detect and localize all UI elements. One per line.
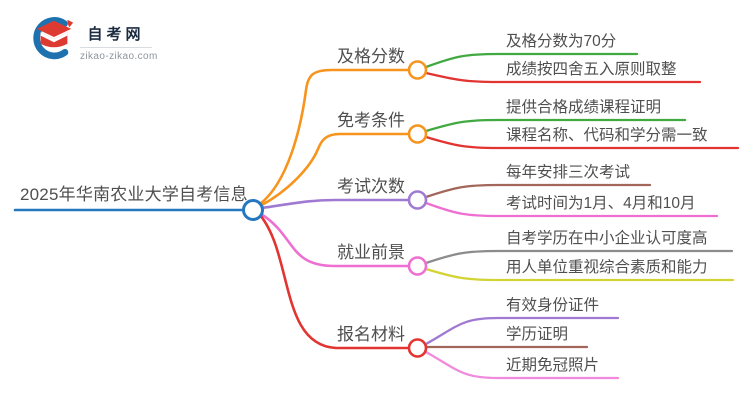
leaf-line-quality	[424, 267, 735, 282]
leaf-line-exam-months	[424, 201, 719, 218]
leaf-node-rounding-rule[interactable]: 成绩按四舍五入原则取整	[506, 61, 677, 78]
branch-node-exemption[interactable]: 免考条件	[337, 111, 405, 130]
leaf-line-id-card	[424, 316, 620, 346]
logo-divider	[80, 47, 152, 48]
root-node[interactable]: 2025年华南农业大学自考信息	[20, 185, 248, 204]
leaf-node-course-proof[interactable]: 提供合格成绩课程证明	[506, 99, 662, 116]
branch-line-employment	[259, 212, 411, 268]
graduation-cap-logo-icon	[33, 17, 74, 60]
leaf-node-recognition[interactable]: 自考学历在中小企业认可度高	[506, 230, 708, 247]
leaf-node-diploma[interactable]: 学历证明	[506, 326, 569, 343]
branch-line-passing-score	[258, 68, 411, 206]
leaf-line-pass-score-70	[424, 52, 639, 69]
branch-collapse-handle-materials[interactable]	[407, 338, 428, 358]
branch-collapse-handle-employment[interactable]	[407, 256, 428, 276]
leaf-line-course-proof	[424, 118, 687, 133]
site-domain: zikao-zikao.com	[80, 51, 158, 62]
branch-node-materials[interactable]: 报名材料	[337, 325, 405, 344]
branch-collapse-handle-exam-times[interactable]	[407, 190, 428, 210]
site-logo[interactable]: 自考网 zikao-zikao.com	[30, 14, 158, 62]
leaf-node-course-match[interactable]: 课程名称、代码和学分需一致	[506, 127, 708, 144]
leaf-node-three-exams[interactable]: 每年安排三次考试	[506, 164, 631, 181]
root-collapse-handle[interactable]	[242, 199, 264, 221]
leaf-line-rounding-rule	[424, 71, 702, 84]
leaf-node-photo[interactable]: 近期免冠照片	[506, 357, 600, 374]
branch-line-exam-times	[260, 198, 411, 210]
branch-collapse-handle-passing-score[interactable]	[407, 60, 428, 80]
branch-node-employment[interactable]: 就业前景	[337, 243, 405, 262]
branch-line-exemption	[258, 132, 411, 208]
leaf-node-quality[interactable]: 用人单位重视综合素质和能力	[506, 259, 708, 276]
branch-line-materials	[258, 213, 411, 350]
leaf-node-pass-score-70[interactable]: 及格分数为70分	[506, 33, 617, 50]
branch-node-exam-times[interactable]: 考试次数	[337, 177, 405, 196]
leaf-line-course-match	[424, 135, 740, 150]
branch-node-passing-score[interactable]: 及格分数	[337, 47, 405, 66]
site-name: 自考网	[87, 26, 145, 43]
leaf-line-three-exams	[424, 183, 652, 199]
leaf-line-photo	[424, 350, 620, 380]
leaf-node-id-card[interactable]: 有效身份证件	[506, 297, 600, 314]
branch-collapse-handle-exemption[interactable]	[407, 124, 428, 144]
leaf-line-recognition	[424, 249, 734, 265]
leaf-node-exam-months[interactable]: 考试时间为1月、4月和10月	[506, 195, 696, 212]
